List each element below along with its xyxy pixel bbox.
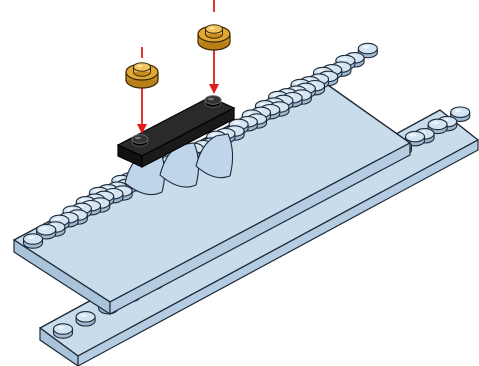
tan-round-plate-left (126, 63, 158, 88)
stud (24, 234, 43, 248)
stud (54, 324, 73, 338)
black-plate-stud (132, 135, 148, 147)
placement-arrow-left (137, 47, 147, 134)
stud (76, 312, 95, 326)
tan-round-plate-right (198, 25, 230, 50)
black-plate-stud (205, 96, 221, 108)
